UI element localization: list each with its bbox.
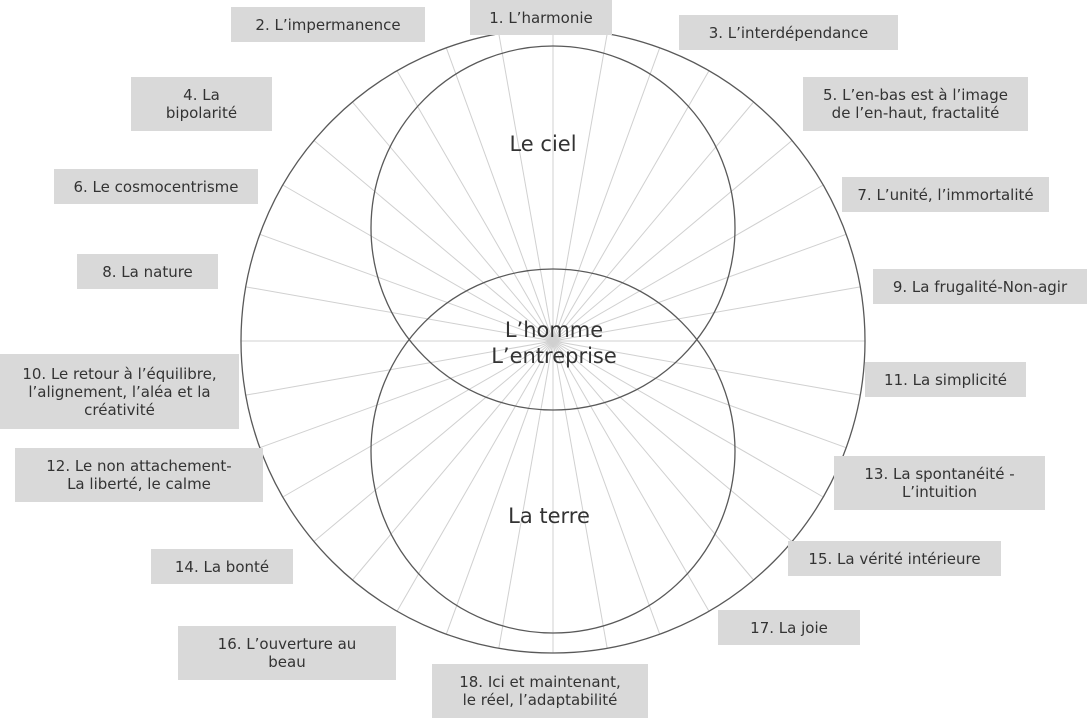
label-9-frugality: 9. La frugalité-Non-agir (873, 269, 1087, 304)
earth-label: La terre (508, 504, 590, 528)
label-4-bipolarity: 4. La bipolarité (131, 77, 272, 131)
label-1-harmony: 1. L’harmonie (470, 0, 612, 35)
label-13-spontaneity: 13. La spontanéité - L’intuition (834, 456, 1045, 510)
label-17-joy: 17. La joie (718, 610, 860, 645)
label-14-kindness: 14. La bonté (151, 549, 293, 584)
label-5-fractality: 5. L’en-bas est à l’image de l’en-haut, … (803, 77, 1028, 131)
label-10-balance: 10. Le retour à l’équilibre, l’alignemen… (0, 354, 239, 429)
upper-circle (370, 45, 736, 411)
label-2-impermanence: 2. L’impermanence (231, 7, 425, 42)
label-12-non-attachment: 12. Le non attachement- La liberté, le c… (15, 448, 263, 502)
label-8-nature: 8. La nature (77, 254, 218, 289)
ray-18 (498, 33, 608, 649)
lower-circle (370, 268, 736, 634)
label-15-inner-truth: 15. La vérité intérieure (788, 541, 1001, 576)
label-6-cosmocentrism: 6. Le cosmocentrisme (54, 169, 258, 204)
label-18-here-and-now: 18. Ici et maintenant, le réel, l’adapta… (432, 664, 648, 718)
label-7-unity: 7. L’unité, l’immortalité (842, 177, 1049, 212)
label-11-simplicity: 11. La simplicité (865, 362, 1026, 397)
label-16-beauty: 16. L’ouverture au beau (178, 626, 396, 680)
human-enterprise-label: L’homme L’entreprise (491, 318, 617, 368)
sky-label: Le ciel (509, 132, 577, 156)
label-3-interdependence: 3. L’interdépendance (679, 15, 898, 50)
rays-group (241, 29, 865, 653)
